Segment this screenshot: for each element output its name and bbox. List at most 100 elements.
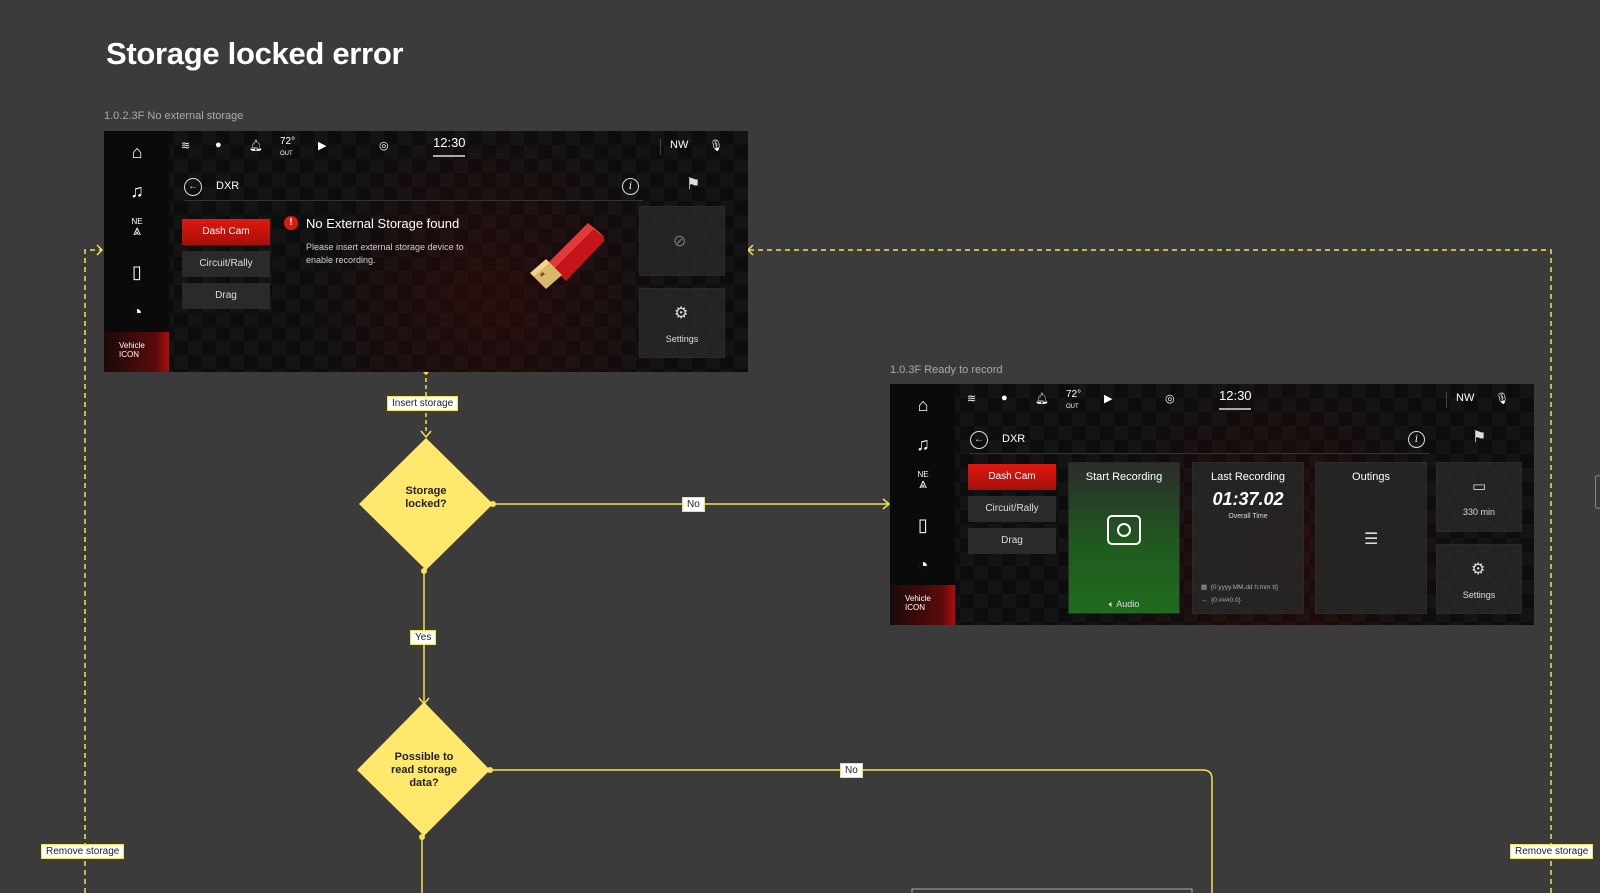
camera-icon[interactable]: ▶︎	[318, 140, 327, 152]
performance-icon[interactable]: ◔	[131, 302, 143, 322]
back-arrow-icon[interactable]: ←	[970, 431, 988, 449]
header-title: DXR	[1002, 433, 1026, 445]
back-arrow-icon[interactable]: ←	[184, 178, 202, 196]
connector-no-2	[490, 769, 1213, 893]
vehicle-button[interactable]: Vehicle ICON	[890, 585, 955, 625]
phone-icon[interactable]: ▯	[132, 262, 142, 282]
settings-tile[interactable]: ⚙ Settings	[639, 288, 725, 358]
wifi-icon: ≋	[181, 140, 191, 152]
mic-icon[interactable]: 🎙︎	[1495, 393, 1509, 405]
decision-diamond-1	[359, 438, 493, 570]
remove-storage-right-tag: Remove storage	[1510, 844, 1594, 859]
home-icon[interactable]: ⌂	[917, 395, 929, 415]
start-recording-label: Start Recording	[1085, 471, 1163, 483]
mode-circuit-rally[interactable]: Circuit/Rally	[182, 251, 270, 277]
arrow-into-screen-a-right	[746, 244, 754, 256]
date-format: ▦ {0:yyyy.MM.dd h:mm tt}	[1201, 584, 1279, 591]
screen-a: ⌂ ♫ NE⩓ ▯ ◔ Vehicle ICON ≋ ● 🔔︎ 72°OUT ▶…	[104, 131, 748, 372]
clock: 12:30	[1219, 388, 1252, 403]
last-recording-time: 01:37.02	[1212, 489, 1284, 509]
camera-record-icon	[1107, 515, 1141, 545]
camera-icon[interactable]: ▶︎	[1104, 393, 1113, 405]
compass-direction: NW	[1456, 392, 1475, 404]
race-flag-icon[interactable]: ⚑	[1472, 429, 1487, 446]
gear-icon: ⚙	[674, 305, 689, 322]
outings-tile[interactable]: Outings ☰	[1315, 462, 1427, 614]
decision-1-line-1: Storage	[405, 485, 447, 497]
music-icon[interactable]: ♫	[916, 434, 930, 454]
storage-minutes: 330 min	[1462, 507, 1496, 517]
profile-icon[interactable]: ●	[1001, 392, 1008, 404]
vehicle-label: Vehicle	[119, 341, 145, 350]
no-tag-2: No	[840, 763, 863, 778]
no-sd-card-icon: ⊘	[673, 233, 687, 250]
yes-tag-1: Yes	[410, 630, 437, 645]
page-title: Storage locked error	[106, 36, 404, 71]
decision-2-line-2: read storage	[390, 764, 458, 776]
vehicle-button[interactable]: Vehicle ICON	[104, 332, 169, 372]
temperature: 72°OUT	[280, 136, 296, 157]
vehicle-icon-label: ICON	[905, 603, 925, 612]
arrow-into-screen-a	[96, 244, 104, 256]
status-bar: ≋ ● 🔔︎ 72°OUT ▶︎ ◎ 12:30 NW 🎙︎	[955, 384, 1534, 416]
screen-header: ← DXR i	[184, 176, 643, 201]
info-icon[interactable]: i	[1408, 431, 1425, 448]
settings-tile[interactable]: ⚙ Settings	[1436, 544, 1522, 614]
screen-header: ← DXR i	[970, 429, 1429, 454]
no-tag-1: No	[682, 497, 705, 512]
outings-label: Outings	[1352, 471, 1390, 483]
navigation-icon[interactable]: NE⩓	[917, 470, 929, 491]
connector-remove-right	[747, 249, 1552, 893]
storage-tile-disabled: ⊘	[639, 206, 725, 276]
decision-1-line-2: locked?	[405, 498, 447, 510]
drive-mode-icon[interactable]: ◎	[379, 140, 389, 152]
drive-mode-icon[interactable]: ◎	[1165, 393, 1175, 405]
vehicle-label: Vehicle	[905, 594, 931, 603]
error-icon: !	[284, 216, 298, 230]
next-screen-edge	[911, 888, 1193, 893]
decision-1-text: Storage locked?	[376, 485, 476, 511]
last-recording-tile[interactable]: Last Recording 01:37.02 Overall Time ▦ {…	[1192, 462, 1304, 614]
nav-rail: ⌂ ♫ NE⩓ ▯ ◔ Vehicle ICON	[890, 384, 955, 625]
status-bar: ≋ ● 🔔︎ 72°OUT ▶︎ ◎ 12:30 NW 🎙︎	[169, 131, 748, 163]
home-icon[interactable]: ⌂	[131, 142, 143, 162]
scroll-handle[interactable]	[1595, 475, 1600, 509]
usb-drive-image	[530, 223, 604, 289]
phone-icon[interactable]: ▯	[918, 515, 928, 535]
decision-2-line-3: data?	[409, 777, 439, 789]
mic-icon[interactable]: 🎙︎	[709, 140, 723, 152]
list-icon: ☰	[1364, 531, 1379, 548]
info-icon[interactable]: i	[622, 178, 639, 195]
arrow-into-diamond-1	[420, 430, 432, 439]
mode-drag[interactable]: Drag	[182, 283, 270, 309]
mode-circuit-rally[interactable]: Circuit/Rally	[968, 496, 1056, 522]
last-recording-label: Last Recording	[1211, 471, 1285, 483]
mode-dash-cam[interactable]: Dash Cam	[182, 219, 270, 245]
performance-icon[interactable]: ◔	[917, 555, 929, 575]
bell-icon[interactable]: 🔔︎	[1035, 393, 1049, 405]
audio-label: 🔈︎ Audio	[1108, 599, 1140, 609]
compass-direction: NW	[670, 139, 689, 151]
storage-tile[interactable]: ▭ 330 min	[1436, 462, 1522, 532]
clock: 12:30	[433, 135, 466, 150]
mode-drag[interactable]: Drag	[968, 528, 1056, 554]
mode-dash-cam[interactable]: Dash Cam	[968, 464, 1056, 490]
error-line-2: enable recording.	[306, 255, 376, 265]
race-flag-icon[interactable]: ⚑	[686, 176, 701, 193]
connector-remove-left	[84, 249, 102, 893]
error-title: No External Storage found	[306, 216, 460, 231]
navigation-icon[interactable]: NE⩓	[131, 217, 143, 238]
sd-card-icon: ▭	[1472, 478, 1487, 495]
music-icon[interactable]: ♫	[130, 181, 144, 201]
insert-storage-tag: Insert storage	[387, 396, 459, 411]
arrow-into-screen-b	[882, 498, 891, 510]
screen-b-label: 1.0.3F Ready to record	[890, 364, 1003, 376]
gear-icon: ⚙	[1471, 561, 1486, 578]
bell-icon[interactable]: 🔔︎	[249, 140, 263, 152]
start-recording-tile[interactable]: Start Recording 🔈︎ Audio	[1068, 462, 1180, 614]
wifi-icon: ≋	[967, 393, 977, 405]
distance-format: ↔ {0:###0.0}	[1201, 597, 1241, 604]
profile-icon[interactable]: ●	[215, 139, 222, 151]
overall-time-label: Overall Time	[1228, 513, 1268, 520]
